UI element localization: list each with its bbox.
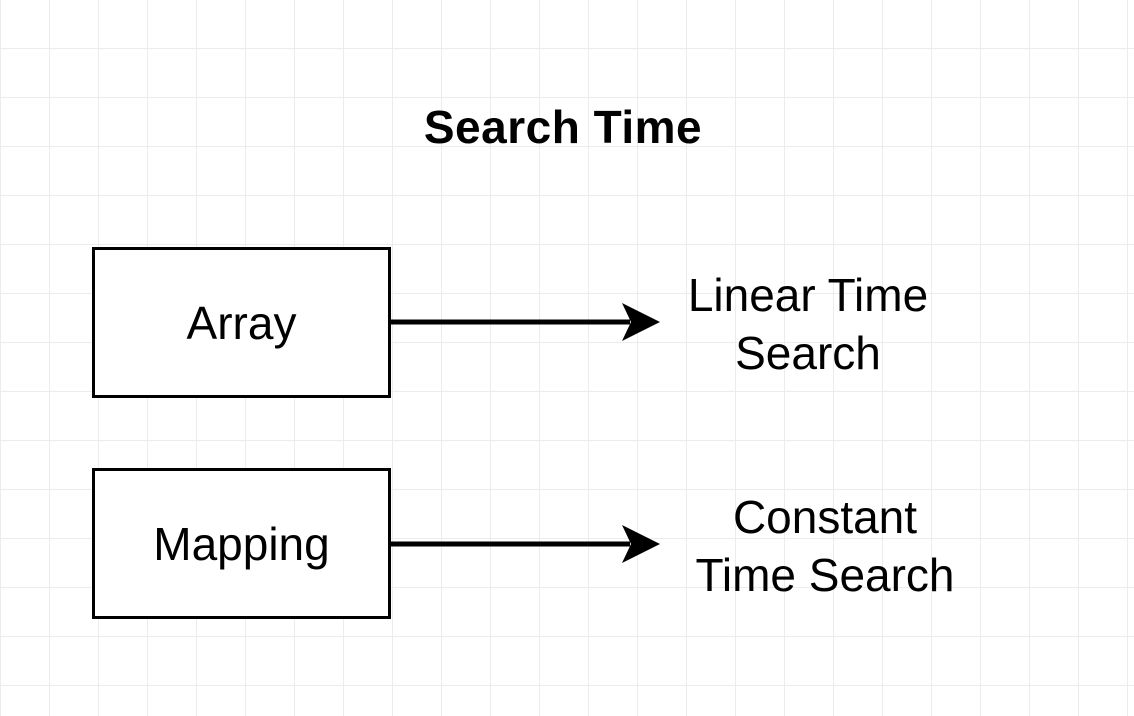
mapping-node[interactable]: Mapping bbox=[92, 468, 391, 619]
linear-label-line-1: Linear Time bbox=[687, 269, 929, 321]
constant-label-line-2: Time Search bbox=[695, 549, 955, 601]
array-node-label: Array bbox=[186, 296, 297, 349]
mapping-node-label: Mapping bbox=[153, 517, 330, 570]
linear-time-search-label: Linear Time Search bbox=[660, 266, 956, 382]
constant-label-line-1: Constant bbox=[732, 491, 918, 543]
linear-label-line-2: Search bbox=[735, 327, 881, 379]
array-node[interactable]: Array bbox=[92, 247, 391, 398]
array-to-linear-arrow bbox=[391, 303, 660, 341]
mapping-to-constant-arrow bbox=[391, 525, 660, 563]
constant-time-search-label: Constant Time Search bbox=[672, 488, 978, 604]
diagram-title: Search Time bbox=[423, 101, 703, 153]
